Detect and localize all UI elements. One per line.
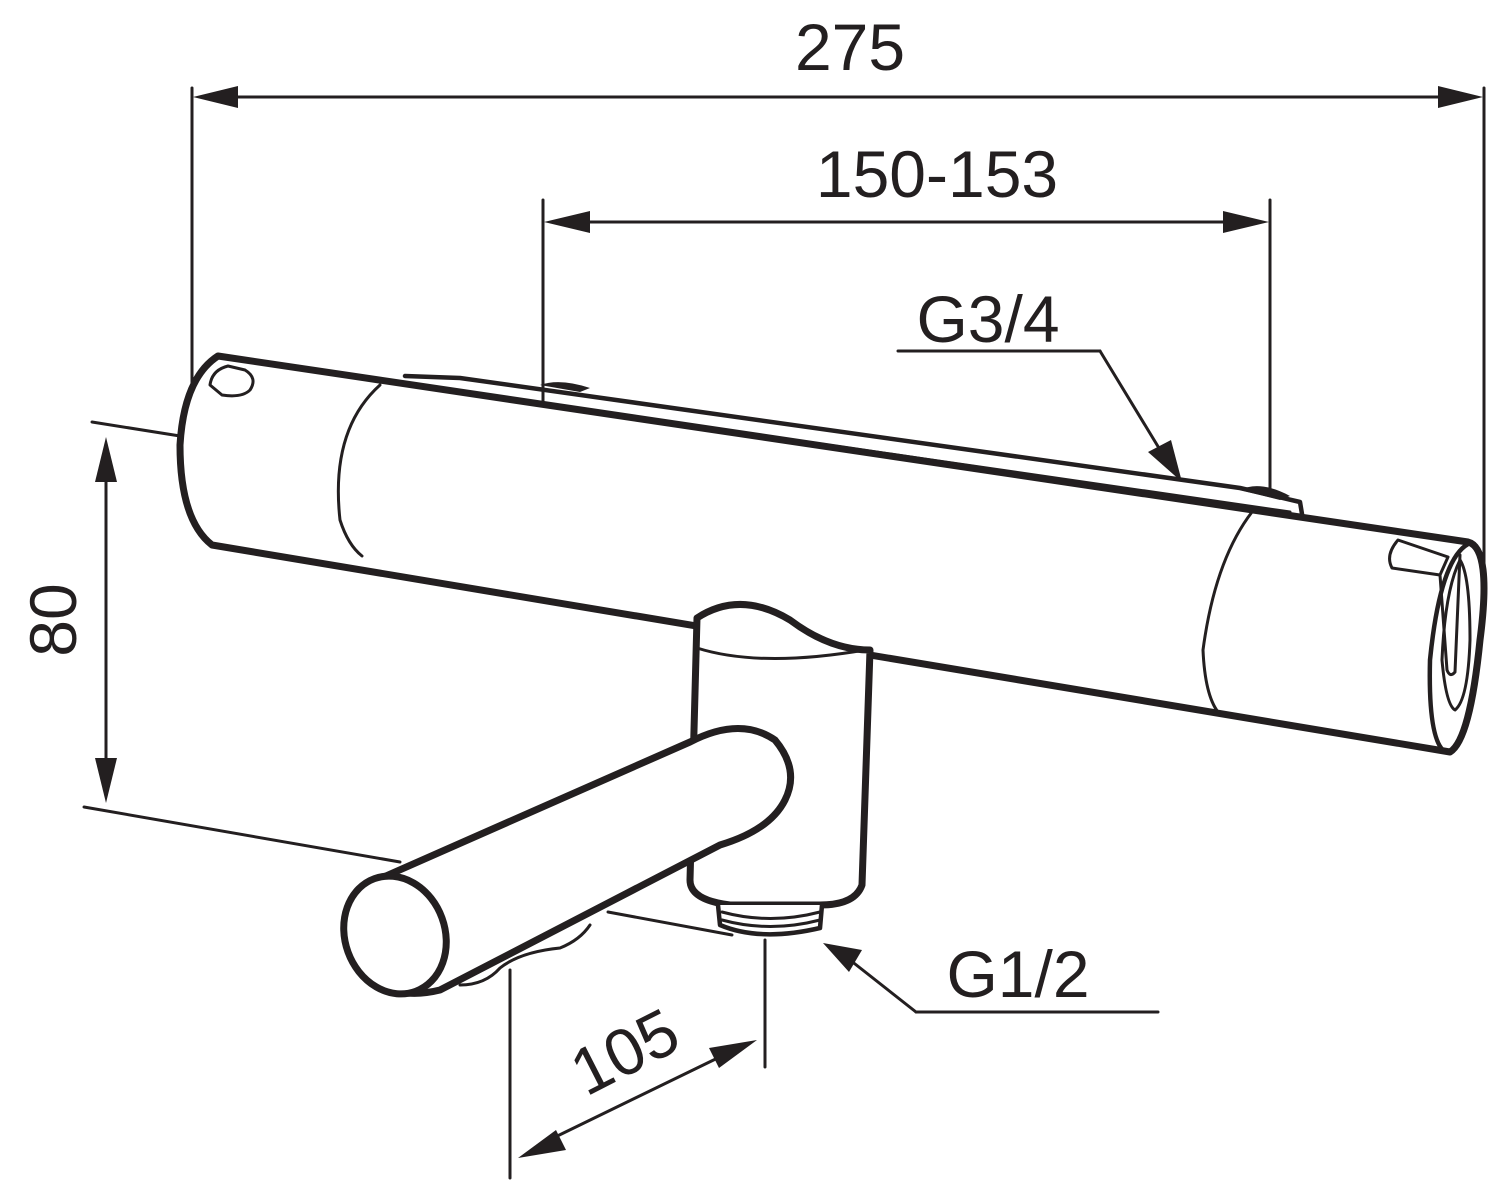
- spout: [340, 725, 795, 998]
- arrow-right-icon: [1223, 211, 1269, 233]
- outlet-thread: [715, 902, 825, 937]
- thread-ring-2: [720, 918, 822, 928]
- right-knob-lever: [1438, 553, 1462, 677]
- arrow-left-icon: [193, 86, 238, 108]
- dimension-spout-projection: 105: [508, 938, 767, 1180]
- spout-extension-line: [606, 910, 734, 937]
- arrow-left-icon: [518, 1130, 566, 1158]
- overall-width-label: 275: [795, 10, 905, 84]
- callout-inlet-thread: G3/4: [896, 282, 1182, 482]
- dimension-connection-centers: 150-153: [541, 137, 1272, 494]
- right-end-ring: [1440, 558, 1472, 712]
- extension-line-bottom: [82, 805, 402, 864]
- left-handle-seam: [336, 383, 382, 558]
- inlet-thread-label: G3/4: [916, 282, 1059, 356]
- dimension-overall-width: 275: [190, 10, 1486, 602]
- arrow-right-icon: [709, 1040, 757, 1068]
- connection-centers-label: 150-153: [816, 137, 1058, 211]
- body-outline: [176, 352, 1488, 756]
- top-rail-upper-line: [402, 373, 1305, 517]
- arrow-left-icon: [544, 211, 590, 233]
- spout-end-face: [340, 872, 450, 998]
- left-cap-knob: [208, 364, 255, 398]
- arrow-up-icon: [95, 437, 117, 482]
- thread-ring-1: [720, 910, 822, 920]
- spout-underside-detail: [458, 923, 592, 987]
- mount-bump-left: [540, 382, 590, 392]
- leader-line: [848, 958, 918, 1014]
- top-rail-lower-line: [398, 381, 1292, 514]
- right-end-face: [1427, 541, 1471, 755]
- height-label: 80: [16, 583, 90, 656]
- dimension-height: 80: [16, 420, 402, 864]
- outlet-thread-label: G1/2: [946, 937, 1089, 1011]
- mount-bump-right: [1240, 486, 1290, 500]
- spout-projection-label: 105: [559, 994, 691, 1110]
- leader-line: [1098, 349, 1167, 460]
- callout-outlet-thread: G1/2: [823, 937, 1160, 1014]
- right-handle-seam: [1201, 510, 1254, 714]
- right-knob-tab: [1388, 538, 1450, 577]
- leader-arrow-icon: [823, 943, 862, 972]
- mixer-body: [176, 352, 1488, 756]
- housing-top-rim: [695, 646, 867, 660]
- arrow-right-icon: [1438, 86, 1483, 108]
- leader-arrow-icon: [1148, 440, 1182, 482]
- dimension-line: [543, 1050, 732, 1144]
- arrow-down-icon: [95, 758, 117, 803]
- extension-line-top: [90, 420, 182, 438]
